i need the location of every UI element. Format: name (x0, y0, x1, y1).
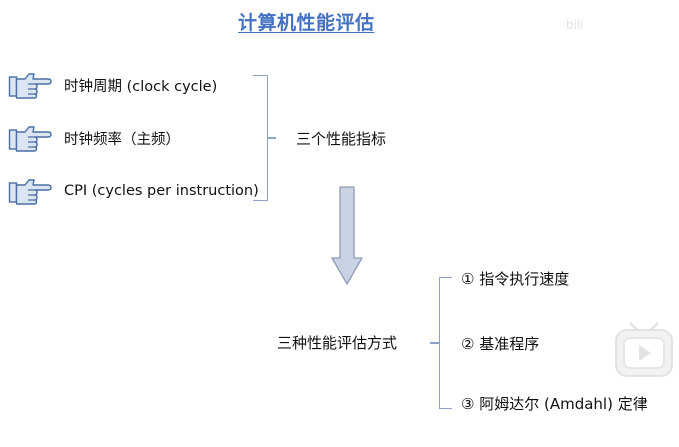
metric-label: 时钟频率（主频） (64, 131, 180, 148)
page-title: 计算机性能评估 (238, 12, 375, 34)
group-label: 三个性能指标 (296, 130, 387, 148)
pointing-hand-icon (8, 73, 52, 99)
metric-label: 时钟周期 (clock cycle) (64, 78, 218, 95)
play-icon[interactable] (613, 318, 675, 380)
metric-cpi: CPI (cycles per instruction) (8, 175, 259, 207)
metric-clock-cycle: 时钟周期 (clock cycle) (8, 69, 217, 101)
bracket-tick (430, 342, 439, 344)
method-item: ② 基准程序 (461, 335, 540, 353)
method-item: ① 指令执行速度 (461, 270, 570, 288)
down-arrow-icon (331, 186, 363, 285)
methods-label: 三种性能评估方式 (277, 334, 398, 352)
metrics-bracket (253, 75, 268, 201)
method-item: ③ 阿姆达尔 (Amdahl) 定律 (461, 395, 648, 413)
pointing-hand-icon (8, 179, 52, 205)
bracket-tick (268, 137, 276, 139)
watermark: bili (566, 18, 584, 32)
metric-clock-frequency: 时钟频率（主频） (8, 122, 180, 154)
pointing-hand-icon (8, 126, 52, 152)
methods-bracket (439, 277, 452, 409)
metric-label: CPI (cycles per instruction) (64, 183, 259, 199)
